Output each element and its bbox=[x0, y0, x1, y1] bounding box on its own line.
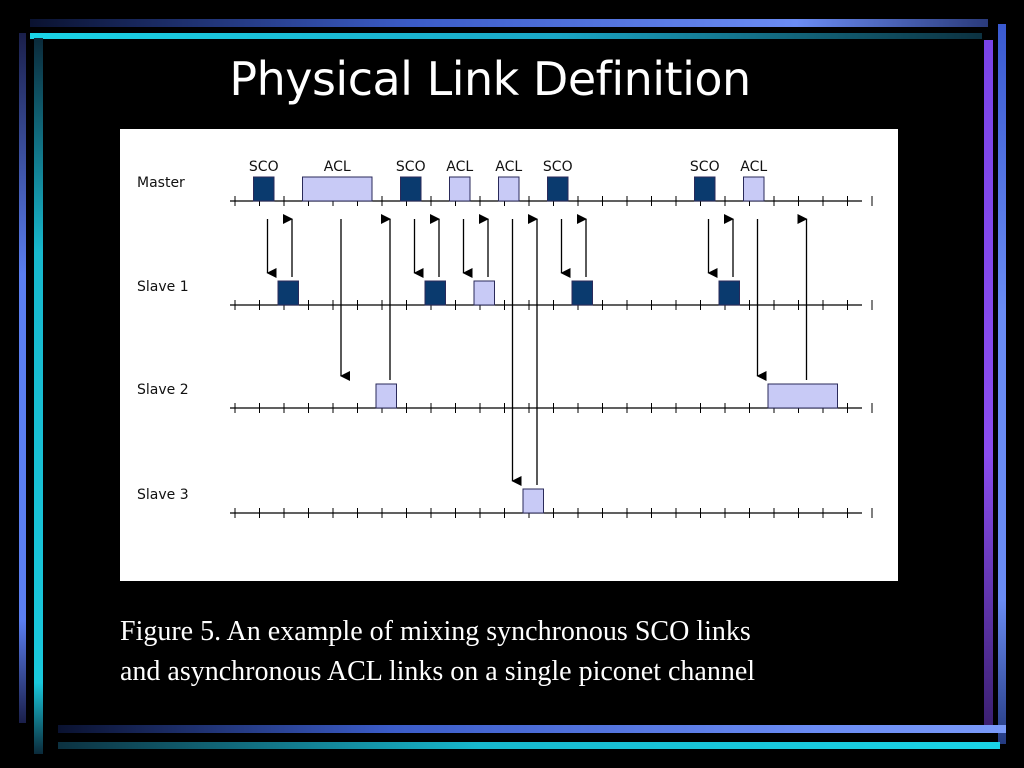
frame-bar-left-blue bbox=[19, 33, 26, 723]
device-label-slave3: Slave 3 bbox=[137, 487, 189, 503]
packet-acl-master bbox=[449, 176, 471, 202]
packet-acl-slave2 bbox=[767, 383, 838, 409]
device-label-master: Master bbox=[137, 175, 185, 191]
packet-sco-master bbox=[547, 176, 569, 202]
frame-bar-right-purple bbox=[984, 40, 993, 730]
packet-acl-slave3 bbox=[522, 488, 544, 514]
figure-caption: Figure 5. An example of mixing synchrono… bbox=[120, 612, 940, 692]
frame-bar-bottom-cyan bbox=[58, 742, 1000, 749]
packet-sco-master bbox=[253, 176, 275, 202]
frame-bar-left-cyan bbox=[34, 38, 43, 754]
packet-sco-master bbox=[400, 176, 422, 202]
packet-label: SCO bbox=[249, 159, 279, 175]
packet-label: ACL bbox=[740, 159, 767, 175]
slide-title: Physical Link Definition bbox=[229, 52, 751, 106]
packet-label: SCO bbox=[396, 159, 426, 175]
device-label-slave2: Slave 2 bbox=[137, 382, 189, 398]
packet-label: ACL bbox=[446, 159, 473, 175]
packet-acl-master bbox=[743, 176, 765, 202]
frame-bar-top-blue bbox=[30, 19, 988, 27]
packet-acl-master bbox=[302, 176, 373, 202]
packet-acl-master bbox=[498, 176, 520, 202]
packet-label: SCO bbox=[690, 159, 720, 175]
frame-bar-top-cyan bbox=[30, 33, 982, 39]
packet-acl-slave1 bbox=[473, 280, 495, 306]
packet-label: SCO bbox=[543, 159, 573, 175]
packet-sco-slave1 bbox=[571, 280, 593, 306]
packet-sco-slave1 bbox=[718, 280, 740, 306]
packet-sco-slave1 bbox=[277, 280, 299, 306]
device-label-slave1: Slave 1 bbox=[137, 279, 189, 295]
packet-acl-slave2 bbox=[375, 383, 397, 409]
packet-sco-master bbox=[694, 176, 716, 202]
frame-bar-right-blue bbox=[998, 24, 1006, 744]
caption-line-1: Figure 5. An example of mixing synchrono… bbox=[120, 616, 751, 647]
frame-bar-bottom-blue bbox=[58, 725, 1006, 733]
packet-sco-slave1 bbox=[424, 280, 446, 306]
caption-line-2: and asynchronous ACL links on a single p… bbox=[120, 656, 756, 687]
packet-label: ACL bbox=[324, 159, 351, 175]
packet-label: ACL bbox=[495, 159, 522, 175]
